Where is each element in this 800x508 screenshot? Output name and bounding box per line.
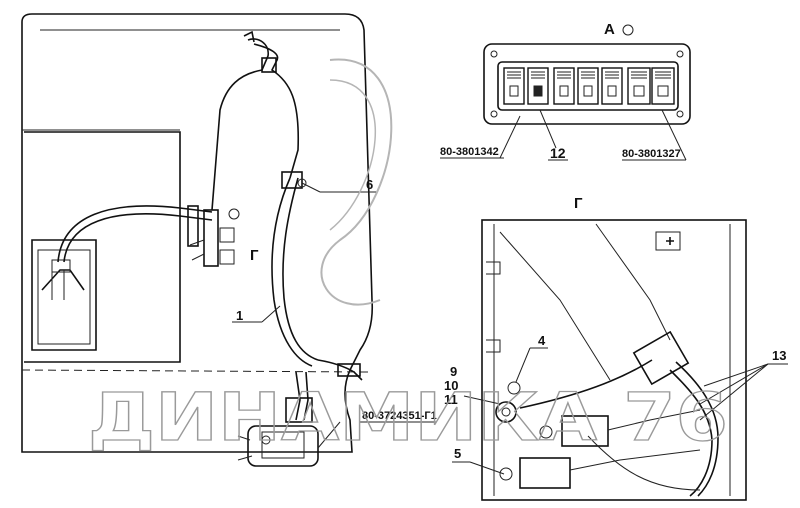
callout-5: 5 bbox=[454, 446, 461, 461]
rocker-switch bbox=[503, 67, 525, 105]
callout-1: 1 bbox=[236, 308, 243, 323]
part-number-switch-right: 80-3801327 bbox=[622, 148, 681, 160]
callout-10: 10 bbox=[444, 378, 458, 393]
rocker-switch bbox=[577, 67, 599, 105]
view-g-main-label: Г bbox=[250, 247, 259, 264]
callout-6: 6 bbox=[366, 177, 373, 192]
callout-11: 11 bbox=[444, 392, 458, 407]
rocker-switch bbox=[651, 67, 675, 105]
switch-symbol-icon bbox=[607, 85, 617, 97]
detail-frame bbox=[481, 219, 747, 501]
cab-panel-box bbox=[24, 131, 181, 363]
cab-outline bbox=[21, 13, 374, 453]
rocker-switch bbox=[527, 67, 549, 105]
part-number-connector: 80-3724351-Г1 bbox=[362, 410, 437, 422]
rocker-switch bbox=[601, 67, 623, 105]
view-a-marker bbox=[622, 24, 634, 36]
part-number-switch-left: 80-3801342 bbox=[440, 146, 499, 158]
switch-panel bbox=[483, 43, 691, 125]
rocker-switches bbox=[503, 67, 675, 105]
wire-bundle-1 bbox=[211, 30, 319, 367]
rocker-switch bbox=[553, 67, 575, 105]
view-g-detail-label: Г bbox=[574, 195, 583, 212]
view-a-label: А bbox=[604, 21, 615, 38]
left-harness bbox=[57, 205, 240, 267]
switch-symbol-icon bbox=[657, 85, 669, 97]
switch-symbol-icon bbox=[559, 85, 569, 97]
leader-lines bbox=[232, 109, 788, 475]
detail-harness bbox=[495, 330, 719, 497]
switch-symbol-icon bbox=[533, 85, 543, 97]
watermark-text: ДИНАМИКА 76 bbox=[88, 379, 728, 456]
switch-symbol-icon bbox=[509, 85, 519, 97]
connector-assembly bbox=[237, 359, 363, 467]
switch-symbol-icon bbox=[633, 85, 645, 97]
switch-symbol-icon bbox=[583, 85, 593, 97]
callout-13: 13 bbox=[772, 348, 786, 363]
callout-4: 4 bbox=[538, 333, 546, 348]
watermark-logo: ДИНАМИКА 76 bbox=[87, 58, 729, 457]
callout-12: 12 bbox=[550, 145, 566, 161]
rocker-switch bbox=[627, 67, 651, 105]
callout-9: 9 bbox=[450, 364, 457, 379]
